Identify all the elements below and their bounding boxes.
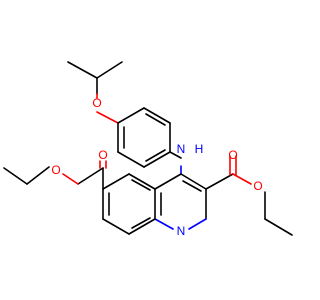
right-ester-ethyl-2 <box>264 218 293 236</box>
phenyl-inner-bond-2 <box>145 113 166 126</box>
left-ester-ethyl-2 <box>3 167 28 185</box>
quinoline-bond-7 <box>128 173 156 190</box>
left-ether-oxygen-label: O <box>51 163 60 177</box>
quinoline-bond-3 <box>188 218 207 230</box>
phenyl-bond-2 <box>143 107 171 124</box>
molecule-diagram: O N H N O O O O <box>3 61 293 239</box>
ether-oxygen-link <box>96 93 119 124</box>
isopropyl-group <box>67 61 123 95</box>
amine-hydrogen-label: H <box>195 142 204 156</box>
phenyl-bond-4 <box>143 151 171 168</box>
amine-nitrogen-label: N <box>177 142 186 156</box>
left-ester-bond-2 <box>77 167 104 185</box>
quinoline-bond-10 <box>102 218 130 235</box>
left-ester-ethyl-1 <box>26 166 50 185</box>
molecule-structure: O N H N O O O O <box>3 61 293 238</box>
bond-ether-bottom <box>96 111 119 124</box>
right-ester-bond-1 <box>205 173 234 190</box>
quinoline-bond-8 <box>102 173 130 190</box>
right-ether-oxygen-label: O <box>253 179 262 193</box>
quinoline-bond-6 <box>154 173 182 190</box>
quinoline-inner-bond-3 <box>131 179 151 191</box>
left-ester-ether <box>62 173 79 185</box>
quinoline-bond-1 <box>180 173 207 190</box>
quinoline-core <box>102 173 207 235</box>
bond-isopropyl-left <box>67 61 98 79</box>
right-carbonyl-oxygen-label: O <box>228 148 237 162</box>
phenyl-bond-1 <box>117 107 145 124</box>
ether-oxygen-label: O <box>92 96 101 110</box>
right-ester-ether <box>232 173 252 185</box>
quinoline-inner-bond-5 <box>131 217 151 229</box>
left-carbonyl-oxygen-label: O <box>98 148 107 162</box>
left-ester <box>3 160 107 190</box>
quinoline-inner-bond-1 <box>182 180 202 192</box>
phenyl-ring <box>117 107 171 168</box>
quinoline-bond-11 <box>128 218 156 235</box>
atom-labels: O N H N O O O O <box>51 96 262 238</box>
amine-linker <box>169 151 182 175</box>
quinoline-bond-4 <box>154 218 174 230</box>
ring-nitrogen-label: N <box>177 224 186 238</box>
bond-isopropyl-right <box>96 61 123 79</box>
right-ester <box>205 155 293 236</box>
bond-phenyl-amine <box>169 151 182 159</box>
phenyl-bond-5 <box>117 151 145 168</box>
phenyl-inner-bond-3 <box>145 149 166 162</box>
